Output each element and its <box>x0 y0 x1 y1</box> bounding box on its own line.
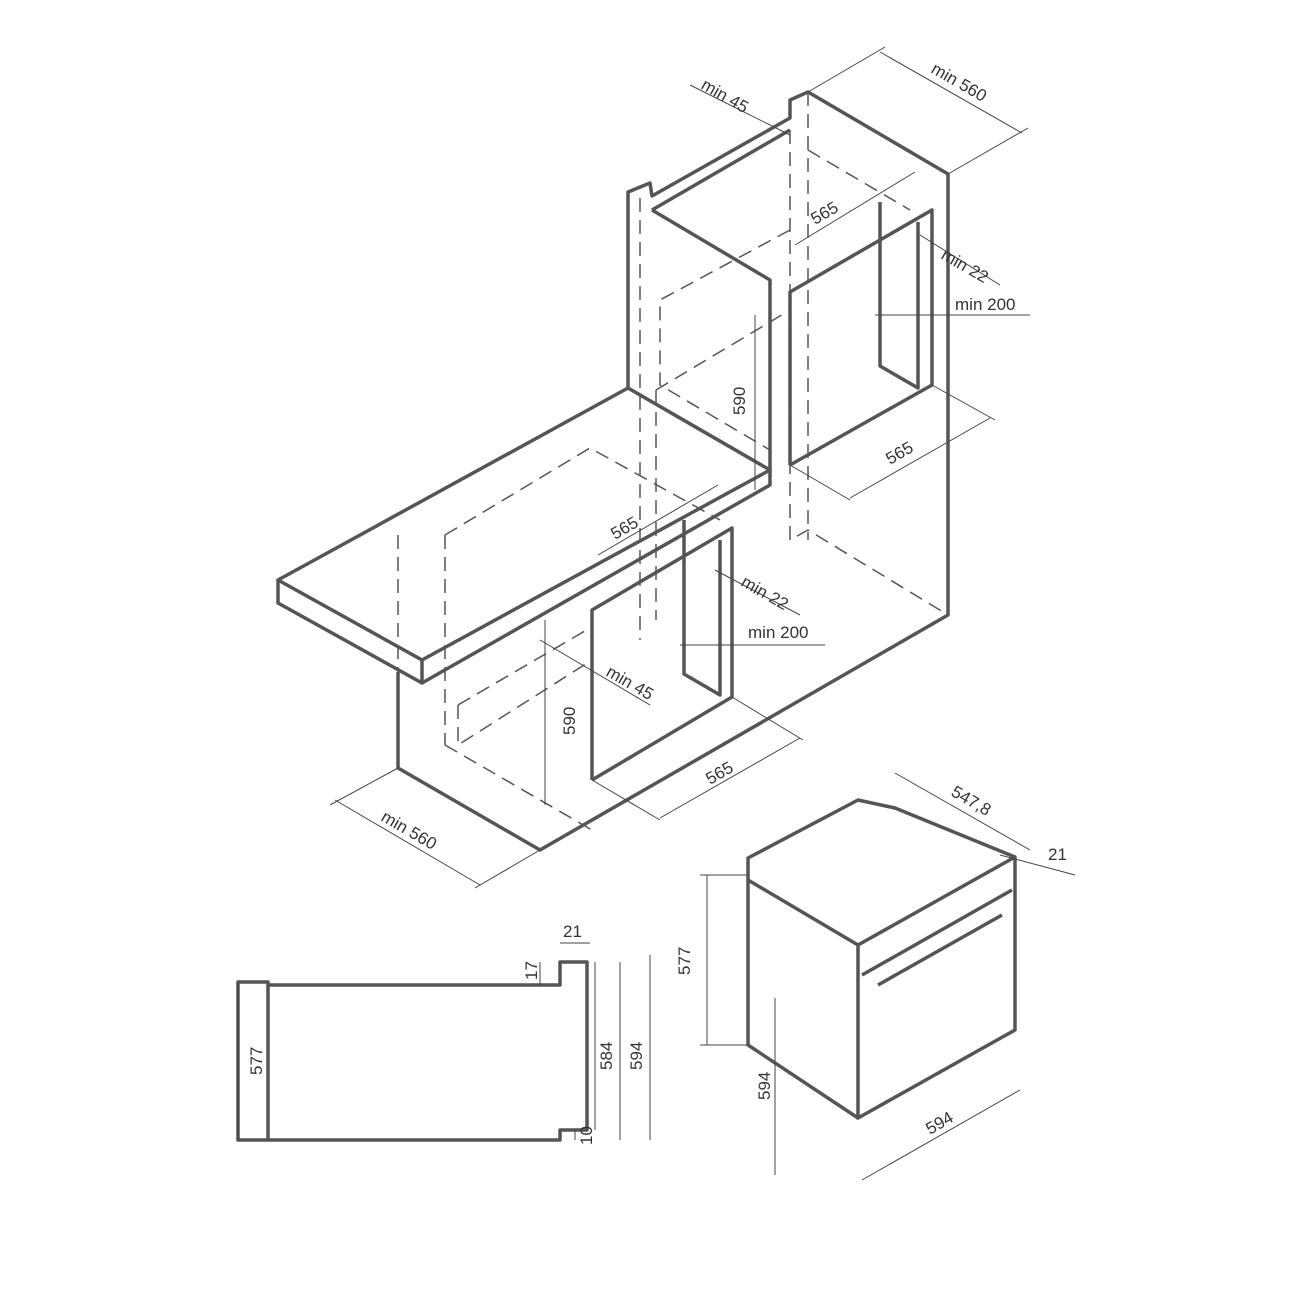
label-tall-vent: min 200 <box>955 295 1015 314</box>
dimension-labels: min 560 min 45 565 min 22 min 200 590 56… <box>247 59 1067 1145</box>
label-oven-body-height: 577 <box>675 947 694 975</box>
label-tall-niche-width: 565 <box>883 438 917 469</box>
label-side-step: 17 <box>522 961 541 980</box>
label-oven-front-height: 594 <box>755 1072 774 1100</box>
hidden-lines <box>397 92 949 831</box>
label-side-front-height: 594 <box>627 1042 646 1070</box>
label-tall-niche-depth: 565 <box>808 198 842 229</box>
label-tall-side-gap: min 22 <box>938 245 992 287</box>
label-oven-depth: 547,8 <box>948 782 994 820</box>
cabinet-outline <box>276 90 950 852</box>
label-side-bottom-step: 10 <box>577 1126 596 1145</box>
label-lower-niche-width: 565 <box>703 758 737 789</box>
label-oven-front-width: 594 <box>923 1108 957 1139</box>
oven-side-view <box>236 942 651 1142</box>
label-lower-side-gap: min 22 <box>738 572 792 614</box>
label-lower-gap-back: min 45 <box>603 662 657 704</box>
label-side-body-height: 577 <box>247 1047 266 1075</box>
label-tall-depth: min 560 <box>928 59 990 106</box>
dimension-lines <box>329 46 1030 889</box>
label-lower-niche-depth: 565 <box>608 513 642 544</box>
label-tall-gap-back: min 45 <box>698 75 752 117</box>
oven-isometric <box>700 772 1076 1181</box>
label-tall-niche-height: 590 <box>730 387 749 415</box>
label-oven-front-thickness: 21 <box>1048 845 1067 864</box>
label-side-inner-height: 584 <box>597 1042 616 1070</box>
label-lower-niche-height: 590 <box>560 707 579 735</box>
label-side-top-offset: 21 <box>563 922 582 941</box>
label-lower-vent: min 200 <box>748 623 808 642</box>
